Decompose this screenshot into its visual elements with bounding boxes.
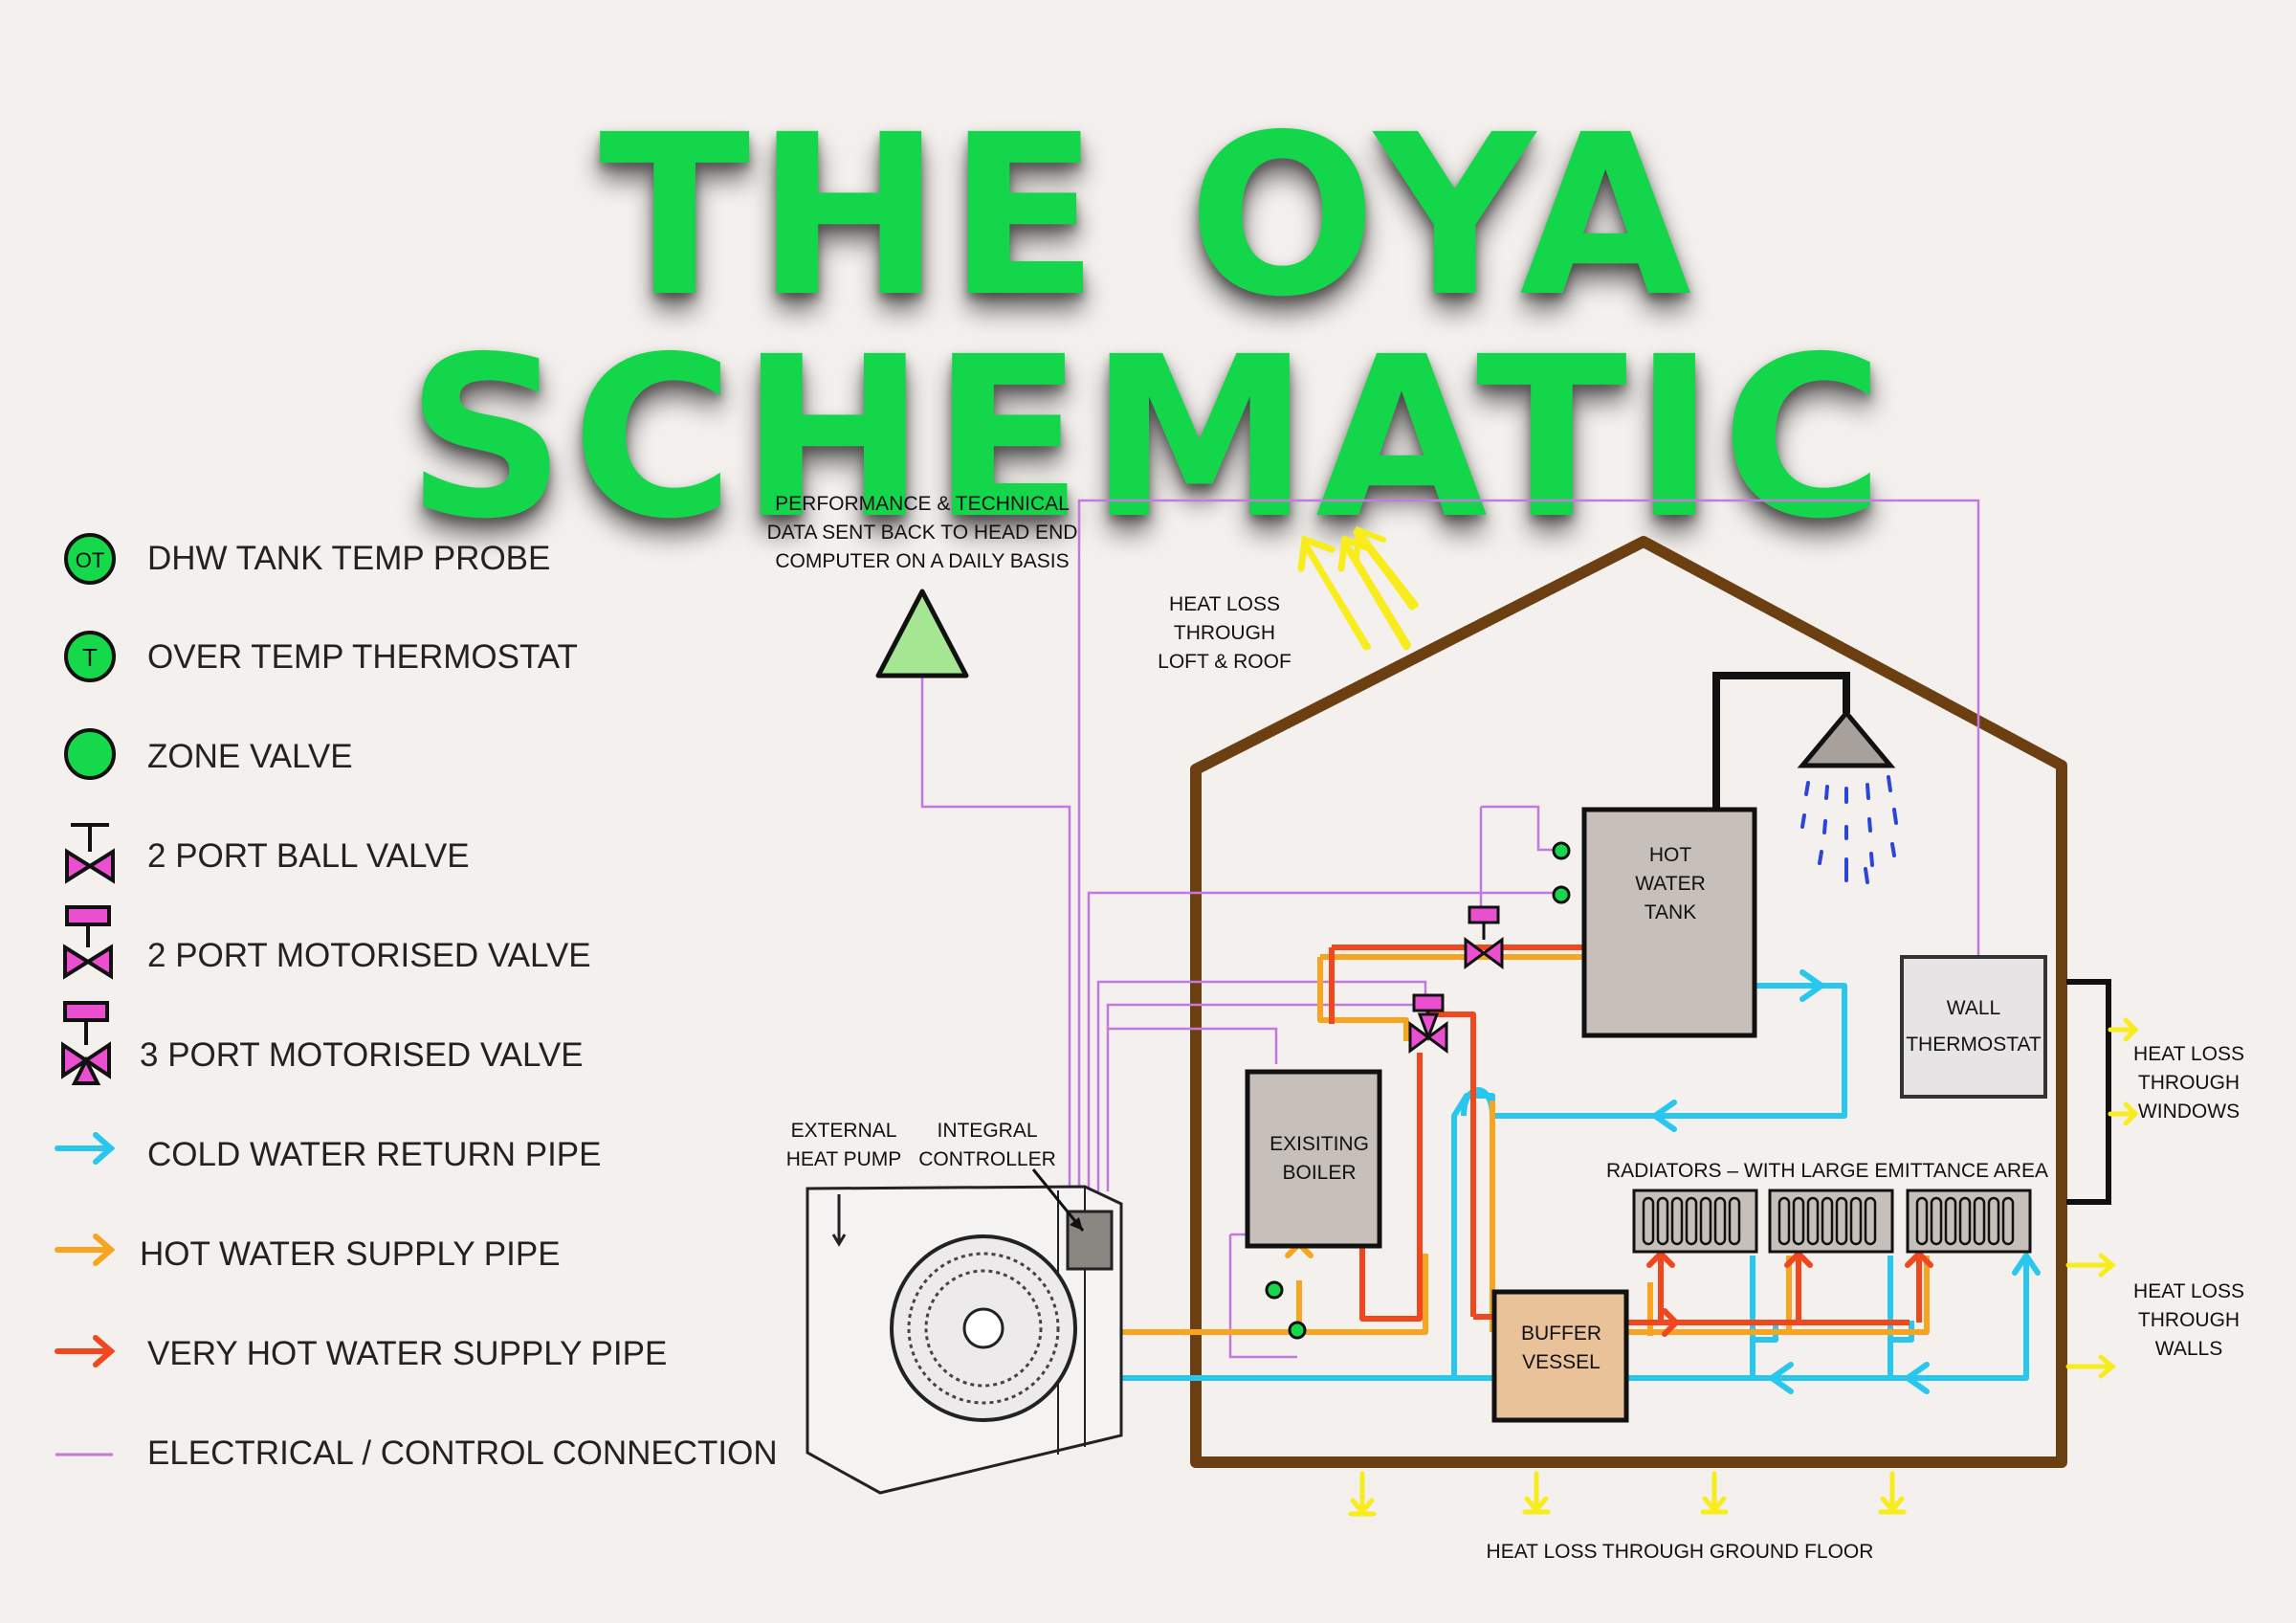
house-outline bbox=[1190, 536, 2067, 1468]
boiler-label-1: EXISITING bbox=[1269, 1133, 1369, 1155]
motorised-valve-icon bbox=[63, 905, 113, 980]
buffer-label-2: VESSEL bbox=[1522, 1351, 1601, 1373]
wall-thermostat: WALL THERMOSTAT bbox=[1900, 955, 2047, 1099]
thermostat-label-2: THERMOSTAT bbox=[1906, 1034, 2042, 1056]
three-port-valve bbox=[1408, 993, 1448, 1054]
heat-loss-walls-label-3: WALLS bbox=[2155, 1338, 2222, 1360]
radiators bbox=[1632, 1189, 2032, 1254]
thermostat-label-1: WALL bbox=[1947, 997, 2000, 1019]
heat-pump-label-2: HEAT PUMP bbox=[786, 1148, 902, 1170]
zone-valve-icon bbox=[64, 728, 116, 780]
heat-loss-floor-arrows bbox=[1348, 1471, 1907, 1517]
page-title: THE OYA SCHEMATIC bbox=[406, 87, 1890, 567]
existing-boiler: EXISITING BOILER bbox=[1245, 1069, 1382, 1249]
radiator bbox=[1768, 1189, 1894, 1254]
legend-label: 2 PORT BALL VALVE bbox=[147, 837, 470, 875]
tank-label-1: HOT bbox=[1649, 844, 1692, 866]
heat-loss-window-arrows bbox=[2108, 1017, 2139, 1126]
heat-loss-loft-label-2: THROUGH bbox=[1174, 622, 1275, 644]
buffer-label-1: BUFFER bbox=[1521, 1323, 1601, 1345]
radiators-label: RADIATORS – WITH LARGE EMITTANCE AREA bbox=[1606, 1160, 2048, 1182]
legend: OT DHW TANK TEMP PROBE T OVER TEMP THERM… bbox=[55, 533, 778, 1472]
legend-label: 3 PORT MOTORISED VALVE bbox=[140, 1036, 584, 1074]
motorised-valve bbox=[1464, 905, 1504, 969]
heat-loss-loft-label-1: HEAT LOSS bbox=[1169, 593, 1280, 615]
buffer-vessel: BUFFER VESSEL bbox=[1491, 1289, 1629, 1423]
legend-label: DHW TANK TEMP PROBE bbox=[147, 540, 550, 577]
controller-label-2: CONTROLLER bbox=[918, 1148, 1056, 1170]
legend-label: COLD WATER RETURN PIPE bbox=[147, 1136, 601, 1173]
heat-loss-windows-label-3: WINDOWS bbox=[2138, 1101, 2240, 1123]
legend-label: ZONE VALVE bbox=[147, 738, 353, 775]
head-end-antenna-icon bbox=[875, 589, 969, 678]
shower bbox=[1712, 672, 1898, 884]
heat-loss-windows-label-2: THROUGH bbox=[2138, 1072, 2240, 1094]
heat-loss-floor-label: HEAT LOSS THROUGH GROUND FLOOR bbox=[1487, 1541, 1874, 1563]
window-frame bbox=[2066, 979, 2111, 1205]
very-hot-arrow-icon bbox=[55, 1335, 116, 1367]
performance-label-2: DATA SENT BACK TO HEAD END bbox=[767, 522, 1078, 544]
heat-loss-windows-label-1: HEAT LOSS bbox=[2133, 1043, 2244, 1065]
probe-icon: OT bbox=[64, 533, 116, 585]
probe-glyph: OT bbox=[76, 548, 105, 572]
heat-pump-label-1: EXTERNAL bbox=[791, 1120, 897, 1142]
legend-label: 2 PORT MOTORISED VALVE bbox=[147, 937, 591, 974]
controller-label-1: INTEGRAL bbox=[937, 1120, 1037, 1142]
tank-label-2: WATER bbox=[1635, 873, 1706, 895]
cold-arrow-icon bbox=[55, 1132, 116, 1165]
legend-label: VERY HOT WATER SUPPLY PIPE bbox=[147, 1335, 667, 1372]
tank-probes bbox=[1265, 841, 1571, 1340]
legend-label: OVER TEMP THERMOSTAT bbox=[147, 638, 578, 676]
tank-label-3: TANK bbox=[1645, 901, 1696, 923]
boiler-label-2: BOILER bbox=[1282, 1162, 1356, 1184]
radiator bbox=[1632, 1189, 1758, 1254]
control-wiring bbox=[920, 499, 1980, 1359]
legend-label: ELECTRICAL / CONTROL CONNECTION bbox=[147, 1434, 778, 1472]
external-heat-pump bbox=[806, 1168, 1123, 1495]
thermostat-icon: T bbox=[64, 631, 116, 682]
three-port-valve-icon bbox=[61, 1001, 111, 1085]
heat-loss-loft-label-3: LOFT & ROOF bbox=[1158, 651, 1292, 673]
thermostat-glyph: T bbox=[82, 643, 98, 672]
heat-loss-wall-arrows bbox=[2065, 1253, 2116, 1379]
ball-valve-icon bbox=[65, 823, 115, 884]
heat-loss-walls-label-2: THROUGH bbox=[2138, 1309, 2240, 1331]
hot-arrow-icon bbox=[55, 1234, 116, 1266]
performance-label-3: COMPUTER ON A DAILY BASIS bbox=[775, 550, 1069, 572]
heat-loss-walls-label-1: HEAT LOSS bbox=[2133, 1280, 2244, 1302]
hot-water-tank: HOT WATER TANK bbox=[1581, 807, 1757, 1038]
legend-label: HOT WATER SUPPLY PIPE bbox=[140, 1235, 561, 1273]
radiator bbox=[1906, 1189, 2032, 1254]
performance-label-1: PERFORMANCE & TECHNICAL bbox=[775, 493, 1070, 515]
